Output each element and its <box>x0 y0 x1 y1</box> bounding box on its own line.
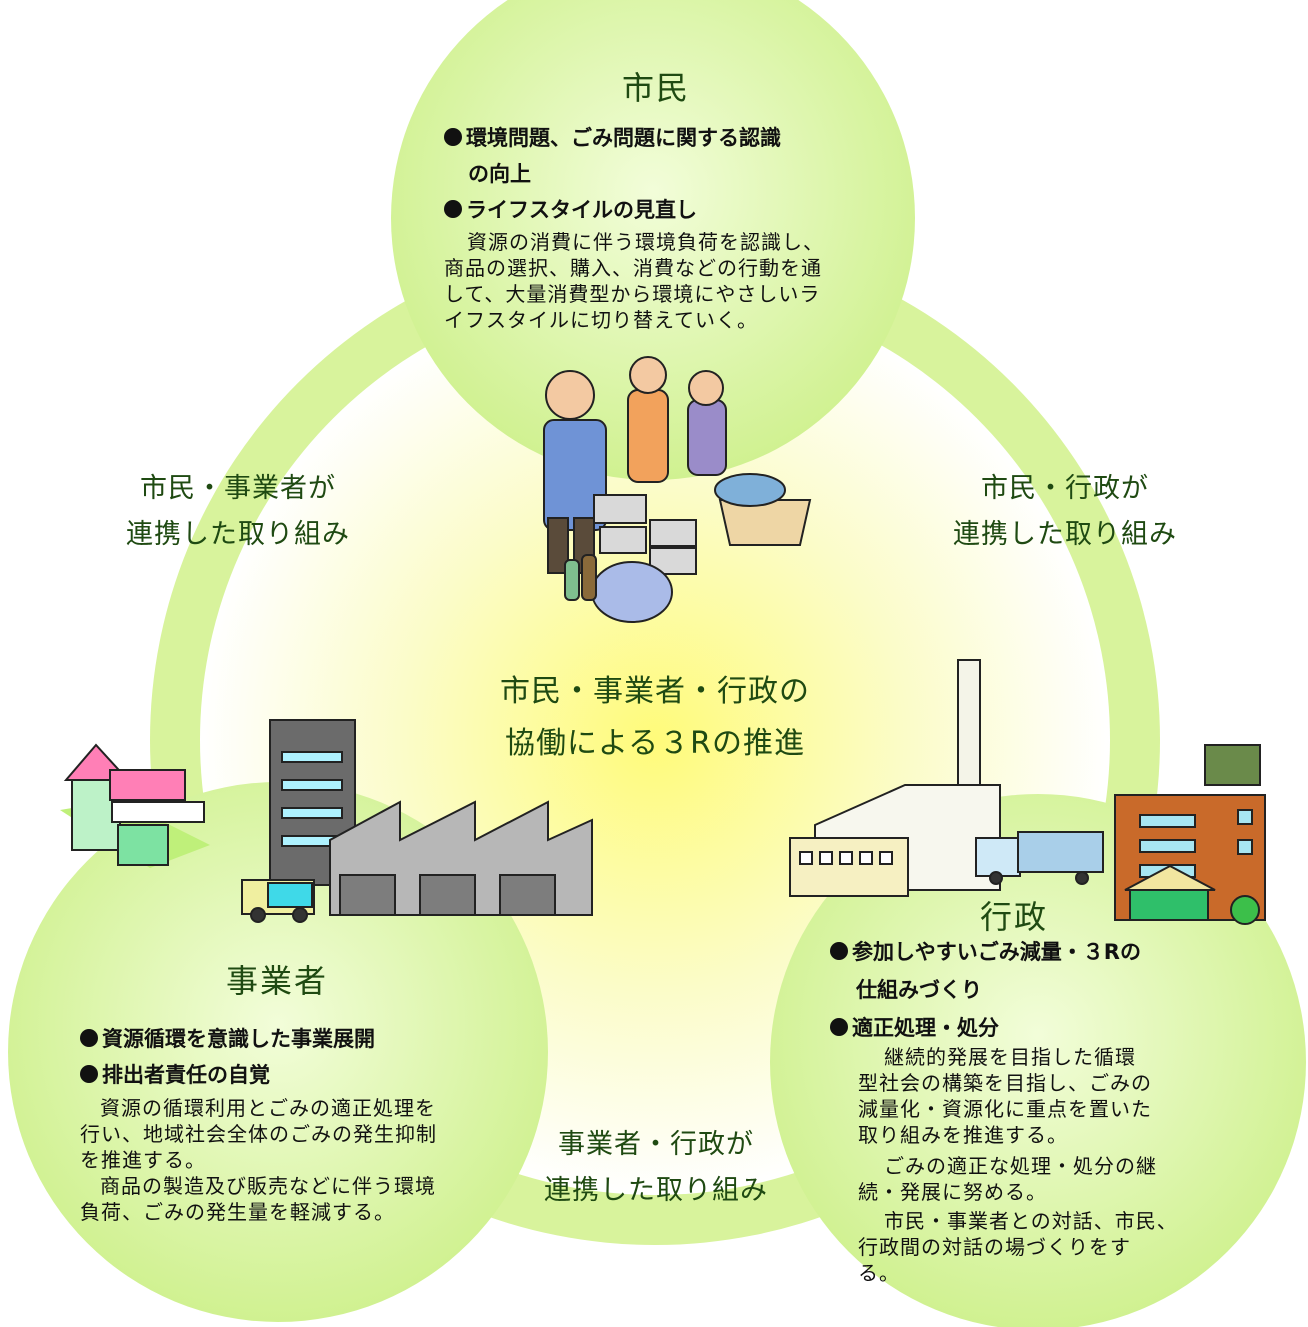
citizens-body-3: して、大量消費型から環境にやさしいラ <box>444 282 821 306</box>
business-bullet-2: 排出者責任の自覚 <box>80 1058 270 1092</box>
link-business-government: 事業者・行政が 連携した取り組み <box>544 1129 768 1206</box>
government-title: 行政 <box>980 898 1049 936</box>
government-body-1: 継続的発展を目指した循環 <box>884 1045 1136 1069</box>
citizens-body-2: 商品の選択、購入、消費などの行動を通 <box>444 256 822 280</box>
citizens-bullet-2: ライフスタイルの見直し <box>444 193 697 227</box>
citizens-bullet-1-cont: の向上 <box>468 162 531 186</box>
business-bullet-1: 資源循環を意識した事業展開 <box>80 1022 375 1056</box>
business-circle <box>8 782 548 1322</box>
government-illustration <box>789 659 1266 925</box>
business-body-4: 商品の製造及び販売などに伴う環境 <box>100 1174 436 1198</box>
center-message: 市民・事業者・行政の 協働による３Rの推進 <box>500 674 810 761</box>
bullet-dot <box>830 1018 848 1036</box>
government-bullet-1: 参加しやすいごみ減量・３Rの <box>830 935 1141 969</box>
bullet-dot <box>444 128 462 146</box>
citizens-body-1: 資源の消費に伴う環境負荷を認識し、 <box>467 230 824 254</box>
citizens-circle <box>391 0 915 480</box>
business-body-2: 行い、地域社会全体のごみの発生抑制 <box>80 1122 437 1146</box>
government-body-2: 型社会の構築を目指し、ごみの <box>858 1071 1152 1095</box>
bullet-dot <box>444 200 462 218</box>
government-body-8: 行政間の対話の場づくりをす <box>858 1235 1131 1259</box>
link-citizens-government: 市民・行政が 連携した取り組み <box>953 473 1177 550</box>
link-citizens-business: 市民・事業者が 連携した取り組み <box>126 473 350 550</box>
government-body-9: る。 <box>858 1261 900 1285</box>
government-bullet-2: 適正処理・処分 <box>830 1011 999 1045</box>
government-body-5: ごみの適正な処理・処分の継 <box>884 1154 1157 1178</box>
business-body-5: 負荷、ごみの発生量を軽減する。 <box>80 1200 395 1224</box>
bullet-dot <box>80 1029 98 1047</box>
bullet-dot <box>80 1065 98 1083</box>
government-body-7: 市民・事業者との対話、市民、 <box>884 1209 1178 1233</box>
citizens-illustration <box>543 356 812 623</box>
government-bullet-1-cont: 仕組みづくり <box>856 978 982 1002</box>
business-body-1: 資源の循環利用とごみの適正処理を <box>100 1096 436 1120</box>
government-circle <box>770 794 1306 1327</box>
citizens-title: 市民 <box>622 69 691 107</box>
citizens-body-4: イフスタイルに切り替えていく。 <box>444 308 758 332</box>
government-body-4: 取り組みを推進する。 <box>858 1123 1068 1147</box>
government-body-6: 続・発展に努める。 <box>858 1180 1047 1204</box>
business-body-3: を推進する。 <box>80 1148 206 1172</box>
government-body-3: 減量化・資源化に重点を置いた <box>858 1097 1152 1121</box>
business-title: 事業者 <box>226 962 329 1000</box>
citizens-bullet-1: 環境問題、ごみ問題に関する認識 <box>444 121 781 155</box>
bullet-dot <box>830 942 848 960</box>
business-illustration <box>60 719 593 923</box>
